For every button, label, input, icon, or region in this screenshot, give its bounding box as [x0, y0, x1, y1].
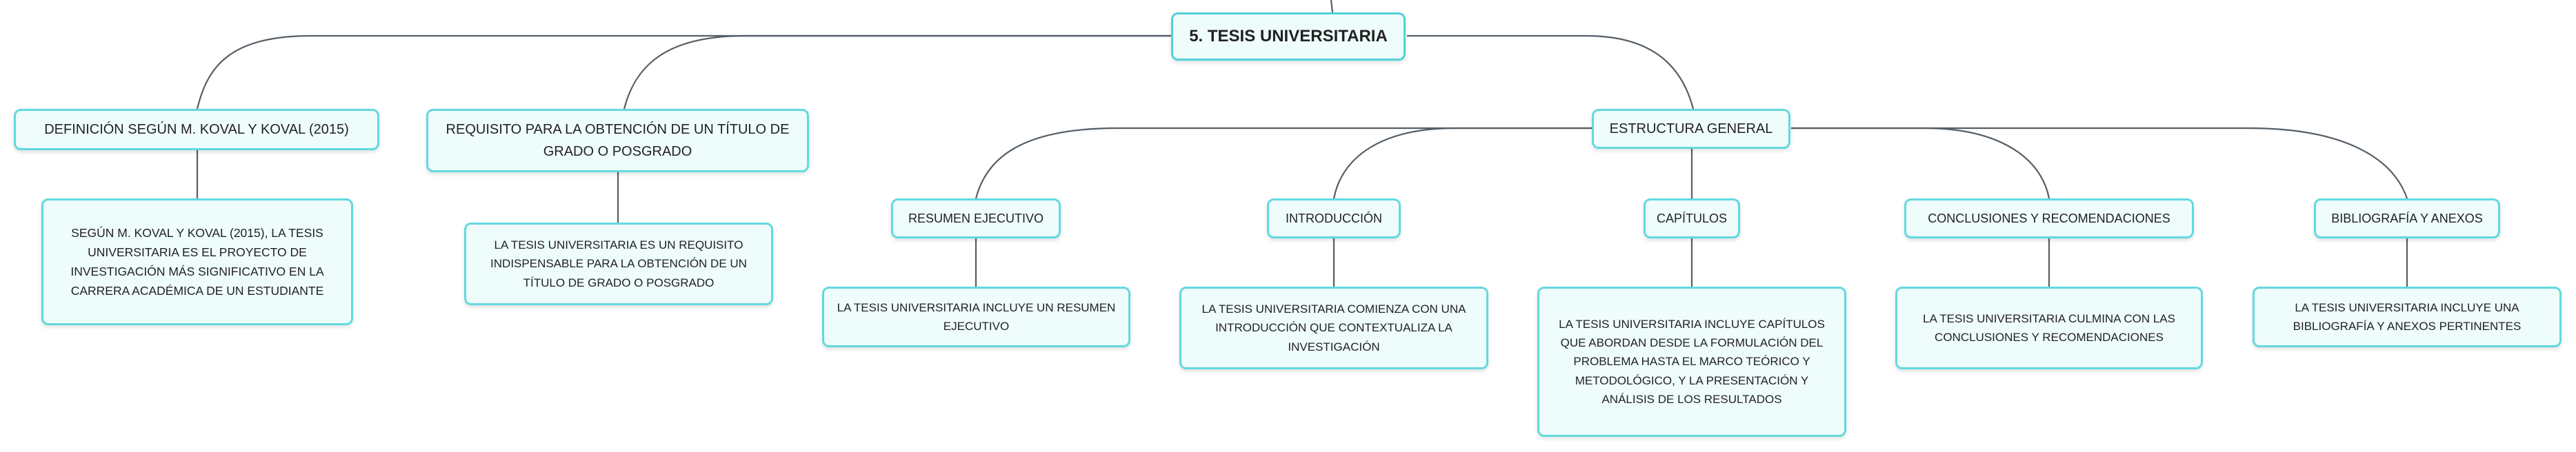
detail-conclusiones[interactable]: LA TESIS UNIVERSITARIA CULMINA CON LAS C… [1895, 287, 2203, 369]
detail-resumen-ejecutivo[interactable]: LA TESIS UNIVERSITARIA INCLUYE UN RESUME… [822, 287, 1130, 347]
detail-requisito[interactable]: LA TESIS UNIVERSITARIA ES UN REQUISITO I… [464, 223, 773, 305]
topic-estructura-general[interactable]: ESTRUCTURA GENERAL [1592, 109, 1790, 149]
topic-capitulos[interactable]: CAPÍTULOS [1644, 198, 1740, 238]
topic-bibliografia[interactable]: BIBLIOGRAFÍA Y ANEXOS [2314, 198, 2500, 238]
root-topic[interactable]: 5. TESIS UNIVERSITARIA [1171, 12, 1406, 61]
detail-capitulos[interactable]: LA TESIS UNIVERSITARIA INCLUYE CAPÍTULOS… [1537, 287, 1846, 437]
detail-bibliografia[interactable]: LA TESIS UNIVERSITARIA INCLUYE UNA BIBLI… [2253, 287, 2562, 347]
detail-definicion[interactable]: SEGÚN M. KOVAL Y KOVAL (2015), LA TESIS … [41, 198, 353, 325]
connector-root-parent [1330, 0, 1334, 13]
topic-definicion[interactable]: DEFINICIÓN SEGÚN M. KOVAL Y KOVAL (2015) [14, 109, 379, 150]
topic-requisito[interactable]: REQUISITO PARA LA OBTENCIÓN DE UN TÍTULO… [426, 109, 809, 172]
detail-introduccion[interactable]: LA TESIS UNIVERSITARIA COMIENZA CON UNA … [1179, 287, 1488, 369]
connector-estructura-bibliografia [1791, 127, 2408, 199]
connector-estructura-introduccion [1332, 127, 1592, 199]
connector-root-estructura [1407, 34, 1695, 110]
topic-resumen-ejecutivo[interactable]: RESUMEN EJECUTIVO [891, 198, 1061, 238]
connector-root-definicion [196, 34, 1172, 110]
connector-root-requisito [623, 34, 1172, 110]
topic-conclusiones[interactable]: CONCLUSIONES Y RECOMENDACIONES [1904, 198, 2194, 238]
connector-estructura-resumen [975, 127, 1592, 199]
topic-introduccion[interactable]: INTRODUCCIÓN [1267, 198, 1401, 238]
connector-estructura-conclusiones [1791, 127, 2050, 199]
